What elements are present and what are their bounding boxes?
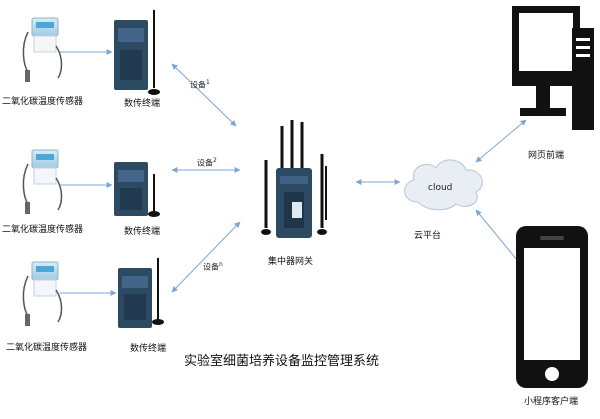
desktop-computer-icon — [512, 6, 594, 130]
cloud-text: cloud — [428, 183, 452, 193]
diagram-title: 实验室细菌培养设备监控管理系统 — [184, 354, 380, 369]
cloud-web-arrow — [475, 119, 527, 163]
co2-sensor-icon — [22, 149, 63, 214]
link-label-1: 设备1 — [190, 79, 210, 90]
mobile-client-label: 小程序客户端 — [524, 397, 579, 407]
link-label-n: 设备n — [203, 261, 223, 272]
sensor-label: 二氧化碳温度传感器 — [2, 97, 84, 107]
cloud-platform-label: 云平台 — [414, 231, 442, 241]
dtu-gateway-link-arrow — [171, 221, 241, 293]
web-frontend-label: 网页前端 — [528, 151, 565, 161]
link-label-2: 设备2 — [197, 157, 217, 168]
co2-sensor-icon — [22, 261, 63, 326]
dtu-terminal-icon — [114, 10, 160, 95]
sensor-label: 二氧化碳温度传感器 — [2, 225, 84, 235]
terminal-label: 数传终端 — [124, 227, 161, 237]
mobile-phone-icon — [516, 226, 588, 388]
dtu-terminal-icon — [114, 162, 160, 217]
dtu-terminal-icon — [118, 258, 164, 328]
terminal-label: 数传终端 — [130, 344, 167, 354]
gateway-label: 集中器网关 — [268, 257, 314, 267]
sensor-label: 二氧化碳温度传感器 — [6, 343, 88, 353]
dtu-gateway-link-arrow — [171, 63, 237, 127]
cloud-icon — [404, 159, 483, 211]
terminal-label: 数传终端 — [124, 99, 161, 109]
co2-sensor-icon — [22, 17, 63, 82]
gateway-router-icon — [261, 120, 327, 238]
cloud-mobile-arrow — [475, 209, 523, 267]
